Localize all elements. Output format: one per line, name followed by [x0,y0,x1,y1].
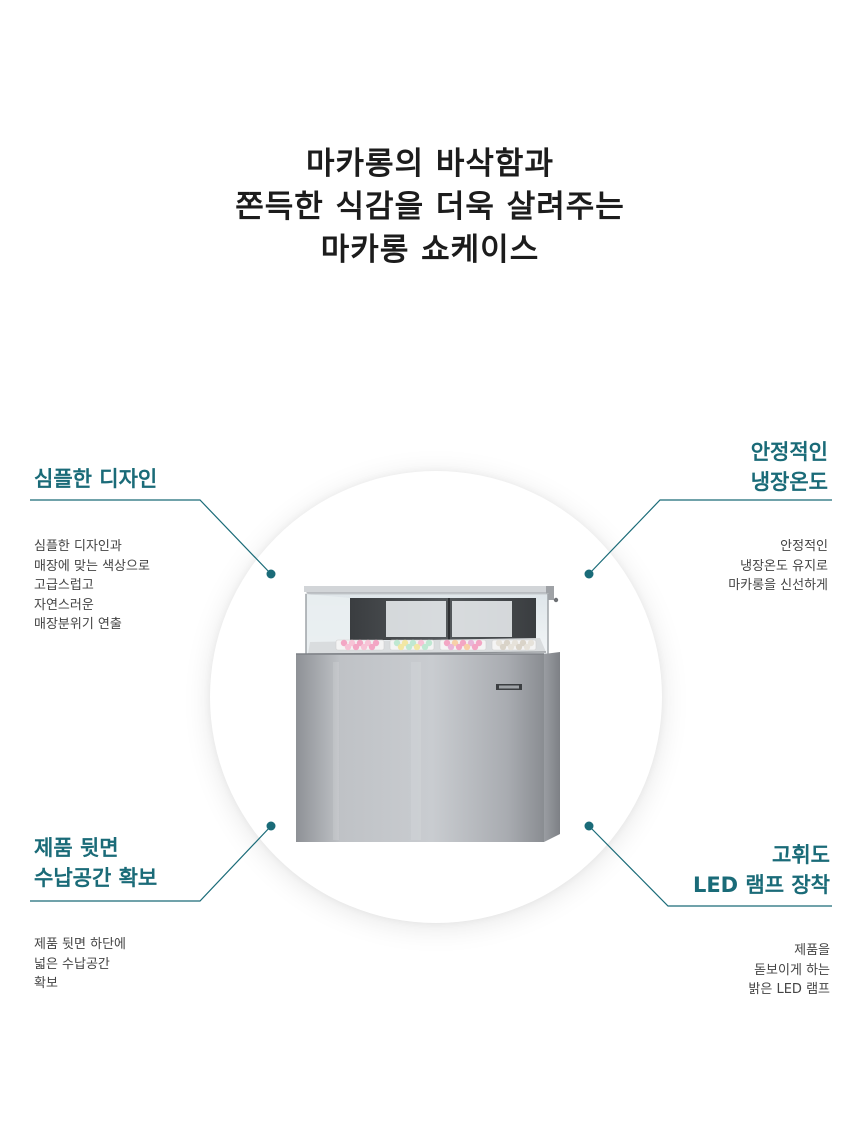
headline-line-2: 쫀득한 식감을 더욱 살려주는 [235,189,625,225]
dot-top-right [584,569,594,579]
dot-bottom-left [266,821,276,831]
connector-bottom-left [30,825,272,902]
feature-title-stable-temperature: 안정적인 냉장온도 [750,440,828,494]
feature-title-rear-storage: 제품 뒷면 수납공간 확보 [34,836,158,890]
headline: 마카롱의 바삭함과 쫀득한 식감을 더욱 살려주는 마카롱 쇼케이스 [0,143,860,272]
connector-top-left [30,499,272,575]
feature-title-simple-design: 심플한 디자인 [34,467,158,491]
feature-desc-simple-design: 심플한 디자인과 매장에 맞는 색상으로 고급스럽고 자연스러운 매장분위기 연… [34,539,150,632]
feature-desc-rear-storage: 제품 뒷면 하단에 넓은 수납공간 확보 [34,937,126,991]
dot-top-left [266,569,276,579]
feature-title-led-lamp: 고휘도 LED 램프 장착 [692,843,830,897]
macaron-showcase-image [296,586,560,842]
headline-line-3: 마카롱 쇼케이스 [320,232,540,268]
dot-bottom-right [584,821,594,831]
connector-bottom-right [588,825,832,907]
headline-line-1: 마카롱의 바삭함과 [306,146,554,182]
feature-desc-led-lamp: 제품을 돋보이게 하는 밝은 LED 램프 [748,943,830,997]
connector-top-right [588,499,832,575]
feature-desc-stable-temperature: 안정적인 냉장온도 유지로 마카롱을 신선하게 [728,539,828,593]
